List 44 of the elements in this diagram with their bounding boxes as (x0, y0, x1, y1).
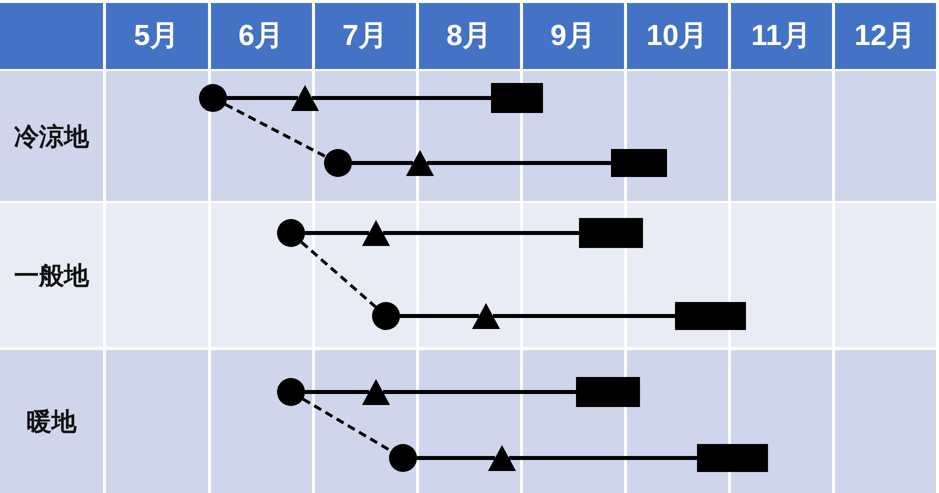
connector-line (383, 390, 576, 394)
month-header: 6月 (210, 3, 312, 69)
connector-line (352, 161, 413, 165)
connector-line (400, 314, 479, 318)
month-header: 5月 (106, 3, 208, 69)
rectangle-marker-icon (579, 218, 643, 248)
connector-line (417, 456, 495, 460)
connector-line (312, 96, 491, 100)
triangle-marker-icon (362, 379, 390, 405)
dashed-connector-line (302, 398, 392, 452)
connector-line (227, 96, 298, 100)
triangle-marker-icon (472, 303, 500, 329)
month-header: 10月 (626, 3, 728, 69)
circle-marker-icon (199, 84, 227, 112)
month-header: 12月 (834, 3, 936, 69)
connector-line (493, 314, 675, 318)
region-header: 暖地 (0, 350, 102, 493)
rectangle-marker-icon (611, 149, 667, 177)
rectangle-marker-icon (576, 377, 640, 407)
dashed-connector-line (300, 241, 376, 308)
circle-marker-icon (277, 219, 305, 247)
region-header: 冷涼地 (0, 71, 102, 201)
circle-marker-icon (389, 444, 417, 472)
triangle-marker-icon (362, 220, 390, 246)
connector-line (427, 161, 611, 165)
circle-marker-icon (277, 378, 305, 406)
connector-line (383, 231, 579, 235)
triangle-marker-icon (406, 150, 434, 176)
rectangle-marker-icon (491, 83, 543, 113)
circle-marker-icon (372, 302, 400, 330)
dashed-connector-line (224, 103, 326, 158)
triangle-marker-icon (291, 85, 319, 111)
triangle-marker-icon (488, 445, 516, 471)
rectangle-marker-icon (697, 444, 768, 472)
connector-line (305, 231, 369, 235)
connector-line (509, 456, 697, 460)
month-header: 9月 (522, 3, 624, 69)
month-header: 11月 (730, 3, 832, 69)
rectangle-marker-icon (675, 302, 746, 330)
month-header: 7月 (314, 3, 416, 69)
region-header: 一般地 (0, 203, 102, 347)
circle-marker-icon (324, 149, 352, 177)
connector-line (305, 390, 369, 394)
month-header: 8月 (418, 3, 520, 69)
